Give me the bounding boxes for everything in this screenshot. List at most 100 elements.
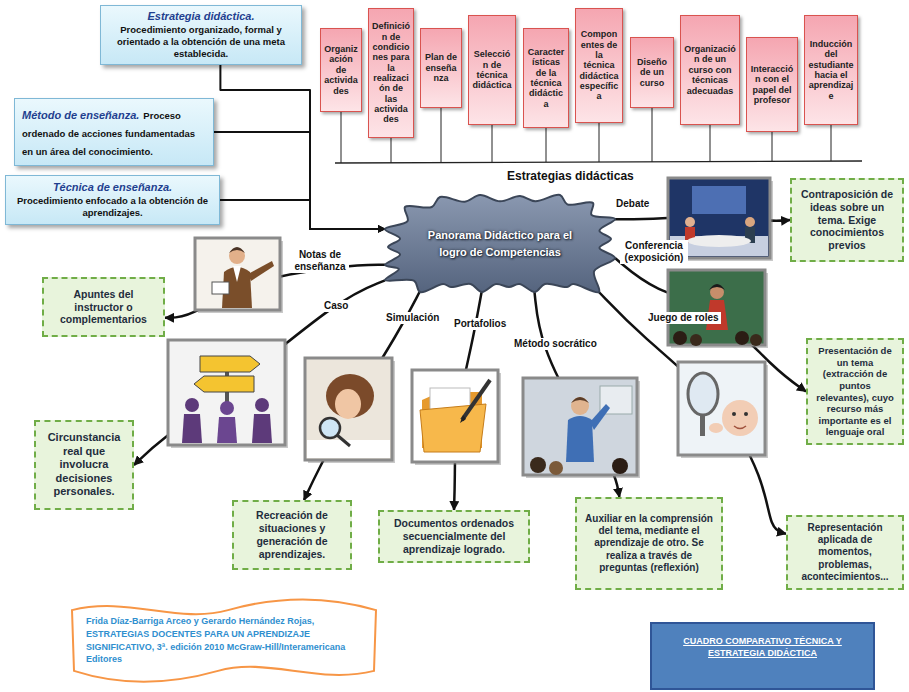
strategy-step-box: Inducción del estudiante hacia el aprend… [804, 15, 858, 125]
term-heading: Estrategia didáctica. [148, 10, 255, 22]
branch-label: Conferencia (exposición) [620, 240, 688, 264]
technique-box: Presentación de un tema (extracción de p… [806, 338, 904, 445]
term-heading: Método de enseñanza. [22, 109, 139, 121]
link-button: CUADRO COMPARATIVO TÉCNICA Y ESTRATEGIA … [650, 622, 875, 690]
step-text: Selección de técnica didáctica [472, 49, 512, 90]
cloud-shape [385, 195, 615, 293]
description-text: Auxiliar en la comprensión del tema, med… [582, 513, 716, 574]
photo-socratic [566, 416, 594, 462]
photo-teacher-notes [212, 282, 229, 294]
photo-lecture [735, 331, 749, 345]
photo-simulation [305, 358, 395, 463]
photo-roleplay [734, 426, 746, 429]
photo-teacher-notes [195, 238, 280, 310]
step-text: Plan de enseñanza [424, 52, 458, 83]
step-text: Definición de condiciones para la realiz… [372, 21, 410, 124]
photo-lecture [709, 284, 725, 290]
banner-shape [68, 600, 380, 681]
photo-socratic [523, 378, 637, 475]
definition-text: Procedimiento enfocado a la obtención de… [12, 195, 213, 219]
technique-box: Auxiliar en la comprensión del tema, med… [575, 497, 723, 590]
photo-portfolio [412, 370, 498, 462]
photo-crossroads [194, 376, 254, 392]
photo-portfolio [462, 380, 490, 420]
photo-roleplay [744, 412, 748, 416]
connector [220, 200, 385, 229]
reference-text: Frida Díaz-Barriga Arceo y Gerardo Herná… [86, 615, 362, 665]
photo-crossroads [185, 398, 199, 412]
strategy-step-box: Definición de condiciones para la realiz… [368, 8, 414, 138]
link-text: CUADRO COMPARATIVO TÉCNICA Y ESTRATEGIA … [662, 636, 863, 659]
photo-portfolio [460, 415, 466, 423]
branch-label: Debate [614, 198, 651, 210]
description-text: Representación aplicada de momentos, pro… [793, 522, 897, 583]
photo-roleplay [722, 400, 758, 436]
photo-roleplay [709, 423, 723, 433]
technique-box: Contraposición de ideas sobre un tema. E… [790, 178, 904, 262]
photo-roleplay [678, 362, 765, 455]
definition-box: Método de enseñanza.Proceso ordenado de … [14, 98, 214, 166]
photo-roleplay [688, 373, 718, 415]
connector [214, 132, 385, 229]
step-text: Componentes de la técnica didáctica espe… [579, 29, 619, 101]
connector-group [134, 65, 806, 534]
photo-lecture [750, 334, 762, 346]
step-text: Inducción del estudiante hacia el aprend… [808, 39, 854, 101]
central-topic-text: Panorama Didáctico para el logro de Comp… [419, 227, 581, 260]
photo-teacher-notes [233, 266, 241, 282]
strategy-step-box: Diseño de un curso [630, 37, 674, 108]
photo-socratic [530, 457, 546, 473]
photo-teacher-notes [229, 247, 245, 253]
description-text: Recreación de situaciones y generación d… [239, 509, 345, 560]
step-text: Diseño de un curso [634, 57, 670, 88]
strategy-step-box: Componentes de la técnica didáctica espe… [575, 8, 623, 123]
photo-lecture [668, 270, 765, 345]
step-text: Interacción con el papel del profesor [750, 64, 794, 105]
photo-socratic [523, 378, 640, 478]
photo-simulation [335, 389, 361, 419]
reference-banner: Frida Díaz-Barriga Arceo y Gerardo Herná… [68, 600, 380, 681]
central-cloud: Panorama Didáctico para el logro de Comp… [385, 195, 615, 292]
photo-lecture [710, 285, 724, 299]
photo-lecture [673, 331, 687, 345]
technique-box: Representación aplicada de momentos, pro… [786, 515, 904, 590]
technique-box: Apuntes del instructor o complementarios [42, 277, 165, 337]
cloud-shape [385, 195, 615, 292]
description-text: Presentación de un tema (extracción de p… [813, 345, 897, 438]
step-text: Organización de actividades [324, 44, 358, 96]
photo-crossroads [168, 340, 288, 448]
photo-simulation [326, 374, 374, 418]
technique-box: Recreación de situaciones y generación d… [232, 500, 352, 570]
step-text: Características de la técnica didáctica [527, 47, 565, 109]
strategy-step-box: Interacción con el papel del profesor [746, 37, 798, 132]
photo-crossroads [252, 414, 272, 443]
branch-label: Portafolios [452, 318, 508, 330]
photo-crossroads [168, 340, 285, 445]
step-text: Organización de un curso con técnicas ad… [684, 44, 736, 96]
branch-label: Juego de roles [646, 312, 721, 324]
branch-label: Caso [322, 300, 350, 312]
photo-roleplay [678, 362, 768, 458]
term-heading: Técnica de enseñanza. [53, 181, 172, 193]
photo-simulation [337, 435, 350, 446]
definition-box: Estrategia didáctica.Procedimiento organ… [100, 5, 302, 65]
photo-lecture [690, 334, 702, 346]
photo-debate [692, 186, 746, 214]
definition-box: Técnica de enseñanza. Procedimiento enfoc… [5, 175, 220, 225]
technique-box: Documentos ordenados secuencialmente del… [378, 510, 530, 563]
description-text: Documentos ordenados secuencialmente del… [385, 517, 523, 555]
description-text: Apuntes del instructor o complementarios [49, 288, 158, 326]
description-text: Circunstancia real que involucra decisio… [41, 431, 127, 498]
photo-socratic [612, 458, 628, 474]
axis-label: Estrategias didácticas [505, 169, 636, 183]
photo-crossroads [220, 401, 234, 415]
strategy-step-box: Selección de técnica didáctica [468, 15, 516, 125]
photo-debate [745, 217, 755, 227]
branch-label: Simulación [384, 312, 441, 324]
description-text: Contraposición de ideas sobre un tema. E… [797, 188, 897, 252]
photo-socratic [571, 397, 589, 415]
photo-crossroads [217, 417, 237, 443]
photo-socratic [549, 461, 563, 475]
